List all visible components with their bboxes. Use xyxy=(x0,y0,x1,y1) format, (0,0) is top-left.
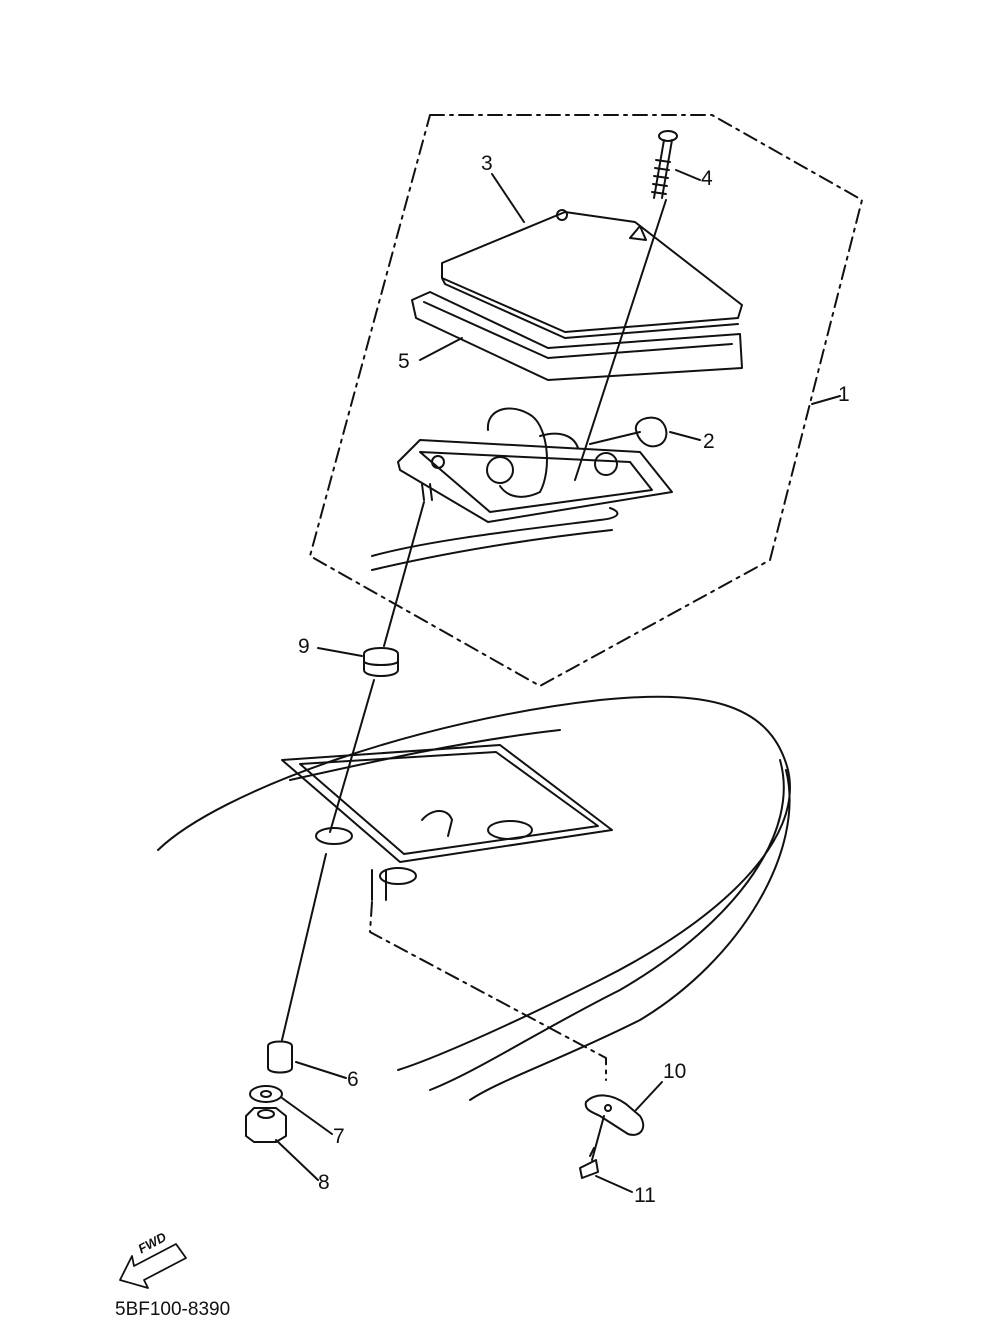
lens-cover xyxy=(441,211,743,333)
body-recess xyxy=(281,744,613,863)
callout-3: 3 xyxy=(481,152,493,175)
leader-1 xyxy=(811,395,841,405)
fwd-arrow xyxy=(119,1243,187,1289)
washer xyxy=(249,1085,283,1103)
leader-4 xyxy=(675,169,701,181)
recess-slot xyxy=(421,810,453,837)
screw-leader-line xyxy=(574,199,667,481)
leader-5 xyxy=(419,337,463,361)
leader-7 xyxy=(281,1097,333,1135)
connector-small xyxy=(431,455,445,469)
bulb xyxy=(634,416,668,448)
body-top-line xyxy=(289,729,561,781)
connector-left xyxy=(486,456,514,484)
leader-11 xyxy=(595,1175,633,1193)
gasket-inner xyxy=(423,301,733,359)
washer-hole xyxy=(260,1090,272,1098)
body-edge xyxy=(429,759,785,1091)
connector-right xyxy=(594,452,618,476)
wire-harness xyxy=(371,507,619,571)
callout-2: 2 xyxy=(703,430,715,453)
callout-6: 6 xyxy=(347,1068,359,1091)
housing-stud xyxy=(421,483,433,501)
gasket xyxy=(411,291,743,381)
callout-11: 11 xyxy=(634,1184,656,1207)
lens-cover-hole xyxy=(556,209,568,221)
lamp-socket-detail xyxy=(539,432,579,449)
recess-hole-left xyxy=(315,827,353,845)
leader-8 xyxy=(275,1139,319,1181)
leader-6 xyxy=(295,1061,347,1079)
bracket-leader-down xyxy=(591,1115,605,1161)
callout-7: 7 xyxy=(333,1125,345,1148)
callout-9: 9 xyxy=(298,635,310,658)
bracket-hole xyxy=(604,1104,612,1112)
bolt xyxy=(579,1159,599,1179)
callout-4: 4 xyxy=(701,167,713,190)
collar xyxy=(267,1040,293,1074)
lens-cover-edge xyxy=(441,277,739,339)
body-outer xyxy=(157,695,791,1071)
lamp-socket xyxy=(486,407,548,498)
leader-9 xyxy=(317,647,363,657)
screw-head xyxy=(658,130,678,142)
mount-stud xyxy=(371,869,387,901)
lamp-housing-inner xyxy=(419,451,653,513)
screw-threads xyxy=(651,159,671,195)
nut xyxy=(245,1107,287,1143)
body-edge-2 xyxy=(469,769,791,1101)
leader-2 xyxy=(669,431,701,441)
body-recess-inner xyxy=(299,751,599,855)
bolt-shank xyxy=(589,1147,595,1157)
bracket xyxy=(584,1094,645,1136)
leader-3 xyxy=(491,173,525,223)
callout-10: 10 xyxy=(663,1060,687,1083)
diagram-part-code: 5BF100-8390 xyxy=(115,1299,231,1320)
nut-hole xyxy=(257,1109,275,1119)
grommet-leader-up xyxy=(383,501,425,647)
grommet xyxy=(363,647,399,677)
callout-8: 8 xyxy=(318,1171,330,1194)
recess-hole-bottom xyxy=(379,867,417,885)
leader-10 xyxy=(635,1081,663,1111)
callout-5: 5 xyxy=(398,350,410,373)
grommet-ridge xyxy=(363,661,399,666)
lamp-housing xyxy=(397,439,673,523)
assembly-outline-dashed xyxy=(309,114,863,687)
callout-1: 1 xyxy=(838,383,850,406)
lens-cover-screw-boss xyxy=(629,225,647,241)
bulb-leader-line xyxy=(589,431,641,445)
recess-hole-right xyxy=(487,820,533,840)
collar-leader-up xyxy=(281,853,327,1041)
